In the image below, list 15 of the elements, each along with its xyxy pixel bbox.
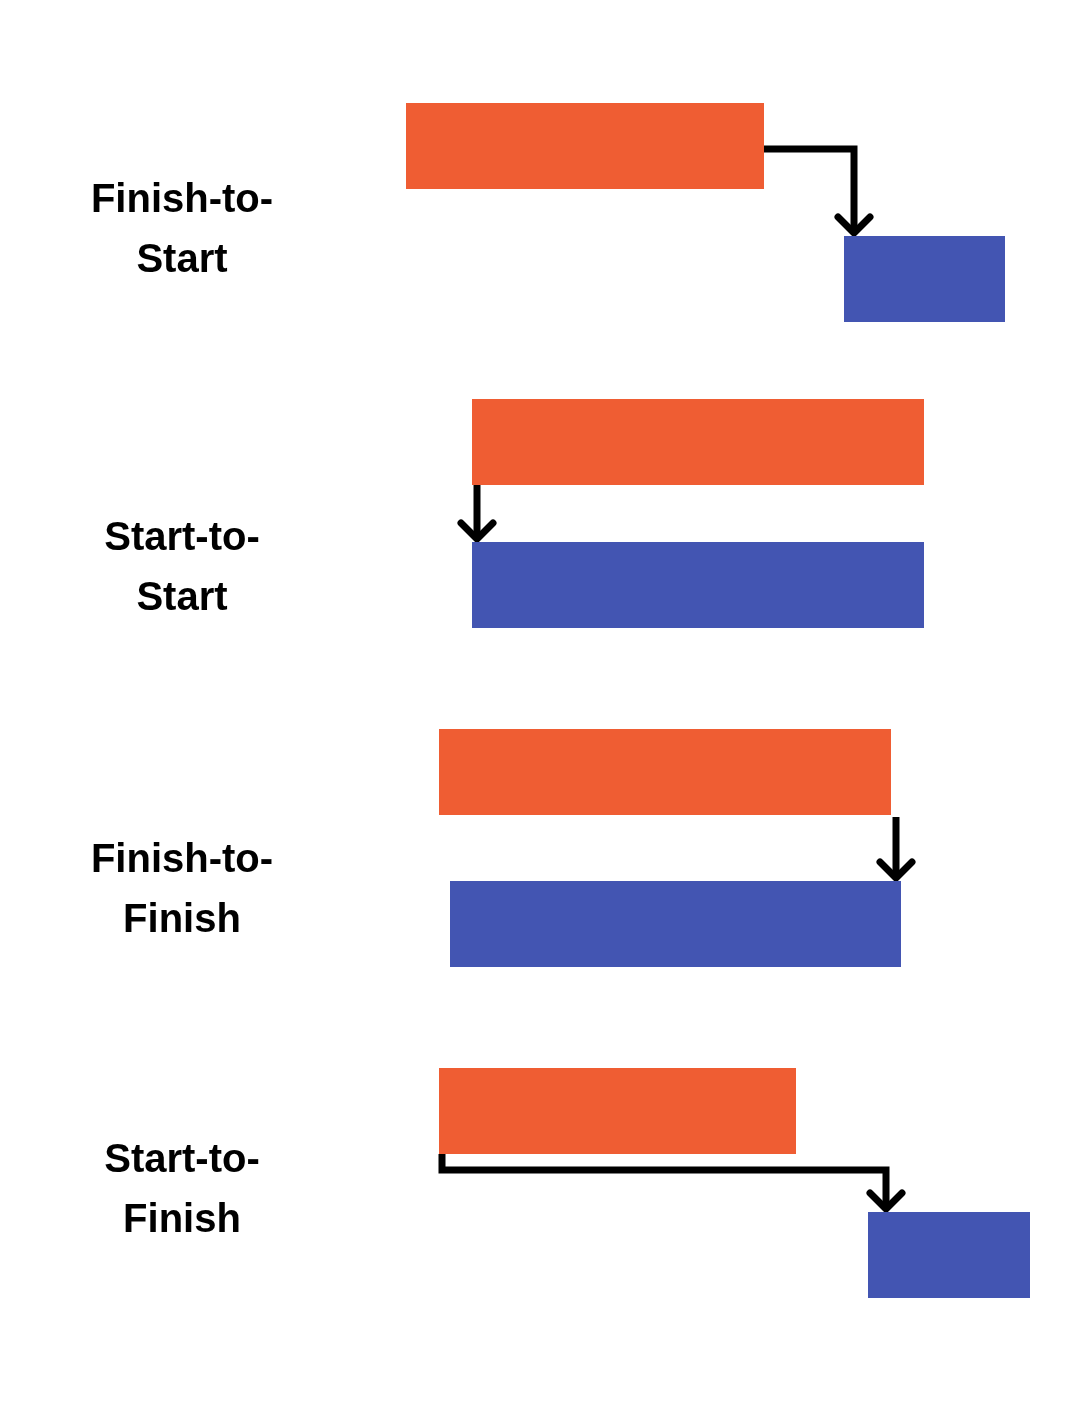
dependency-type-label: Finish-to- Start bbox=[89, 175, 275, 282]
task-bar bbox=[439, 729, 891, 815]
task-bar bbox=[406, 103, 764, 189]
dependency-type-label: Start-to- Finish bbox=[103, 1135, 261, 1242]
task-bar bbox=[472, 542, 924, 628]
dependency-arrow bbox=[764, 145, 874, 237]
task-bar bbox=[450, 881, 901, 967]
dependency-type-label: Start-to- Start bbox=[103, 513, 261, 620]
task-bar bbox=[868, 1212, 1030, 1298]
task-bar bbox=[844, 236, 1005, 322]
dependency-arrow bbox=[438, 1154, 906, 1213]
dependency-arrow bbox=[457, 485, 497, 543]
task-bar bbox=[439, 1068, 796, 1154]
dependency-type-label: Finish-to- Finish bbox=[89, 835, 275, 942]
task-bar bbox=[472, 399, 924, 485]
